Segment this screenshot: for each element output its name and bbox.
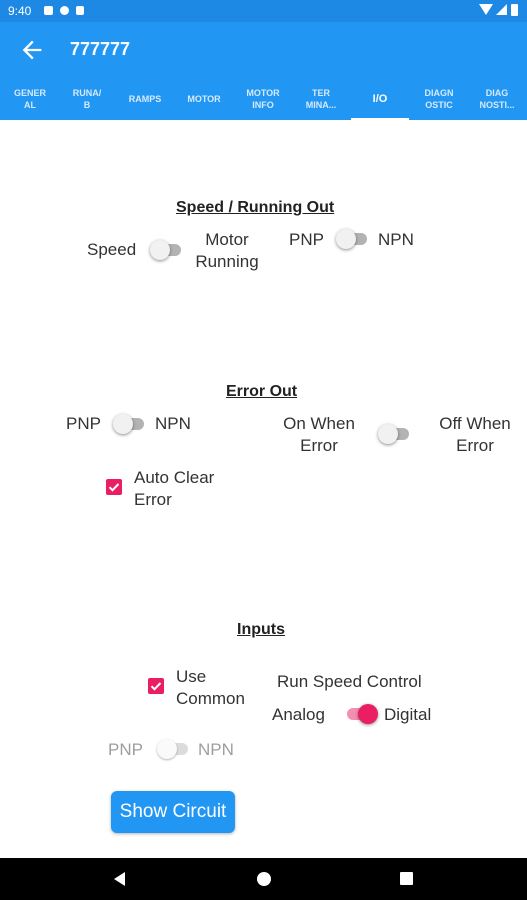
- speed-motor-running-switch[interactable]: [150, 240, 184, 260]
- speed-npn-label: NPN: [378, 230, 414, 249]
- signal-icon: [496, 4, 507, 15]
- off-when-error-label: Off When Error: [439, 414, 511, 455]
- run-speed-control-switch[interactable]: [344, 704, 378, 724]
- battery-icon: [511, 4, 518, 16]
- auto-clear-error-label: Auto Clear Error: [134, 468, 215, 509]
- status-time: 9:40: [8, 4, 32, 18]
- show-circuit-button[interactable]: Show Circuit: [111, 791, 235, 833]
- error-mode-switch[interactable]: [378, 424, 412, 444]
- speed-section-title: Speed / Running Out: [176, 199, 335, 216]
- tab-diagnostic[interactable]: DIAGN OSTIC: [424, 88, 454, 110]
- error-section-title: Error Out: [226, 383, 298, 400]
- app-toolbar: 777777: [0, 22, 527, 78]
- nav-back-icon[interactable]: [114, 872, 125, 886]
- tab-general[interactable]: GENER AL: [13, 88, 46, 110]
- analog-label: Analog: [272, 705, 325, 724]
- run-speed-control-label: Run Speed Control: [277, 672, 422, 691]
- inputs-pnp-npn-switch[interactable]: [157, 739, 191, 759]
- tab-indicator: [351, 118, 409, 120]
- tab-terminal[interactable]: TER MINA...: [305, 88, 337, 110]
- sd-card-icon: [76, 6, 84, 15]
- on-when-error-label: On When Error: [283, 414, 355, 455]
- speed-pnp-npn-switch[interactable]: [336, 229, 370, 249]
- status-bar: 9:40: [0, 0, 527, 22]
- auto-clear-error-checkbox[interactable]: [106, 479, 122, 495]
- error-pnp-npn-switch[interactable]: [113, 414, 147, 434]
- system-nav-bar: [0, 858, 527, 900]
- use-common-checkbox[interactable]: [148, 678, 164, 694]
- tab-run-ab[interactable]: RUNA/ B: [72, 88, 102, 110]
- error-pnp-label: PNP: [66, 414, 101, 433]
- wifi-icon: [479, 4, 493, 15]
- tab-ramps[interactable]: RAMPS: [128, 94, 162, 104]
- motor-running-label: Motor Running: [195, 230, 259, 271]
- inputs-npn-label: NPN: [198, 740, 234, 759]
- tab-motor[interactable]: MOTOR: [187, 94, 221, 104]
- page-title: 777777: [70, 39, 131, 59]
- use-common-label: Use Common: [176, 667, 245, 708]
- nav-recents-icon[interactable]: [400, 872, 413, 885]
- error-npn-label: NPN: [155, 414, 191, 433]
- tab-motor-info[interactable]: MOTOR INFO: [246, 88, 280, 110]
- app-notification-icon: [60, 6, 69, 15]
- nav-home-icon[interactable]: [257, 872, 271, 886]
- notification-icon: [44, 6, 53, 15]
- inputs-pnp-label: PNP: [108, 740, 143, 759]
- back-arrow-icon[interactable]: [18, 36, 46, 64]
- inputs-section-title: Inputs: [237, 621, 285, 638]
- digital-label: Digital: [384, 705, 432, 724]
- speed-pnp-label: PNP: [289, 230, 324, 249]
- tab-diagnostic-more[interactable]: DIAG NOSTI...: [479, 88, 515, 110]
- speed-label: Speed: [87, 240, 137, 259]
- tab-io[interactable]: I/O: [372, 93, 388, 105]
- tab-bar: GENER AL RUNA/ B RAMPS MOTOR MOTOR INFO …: [0, 78, 527, 120]
